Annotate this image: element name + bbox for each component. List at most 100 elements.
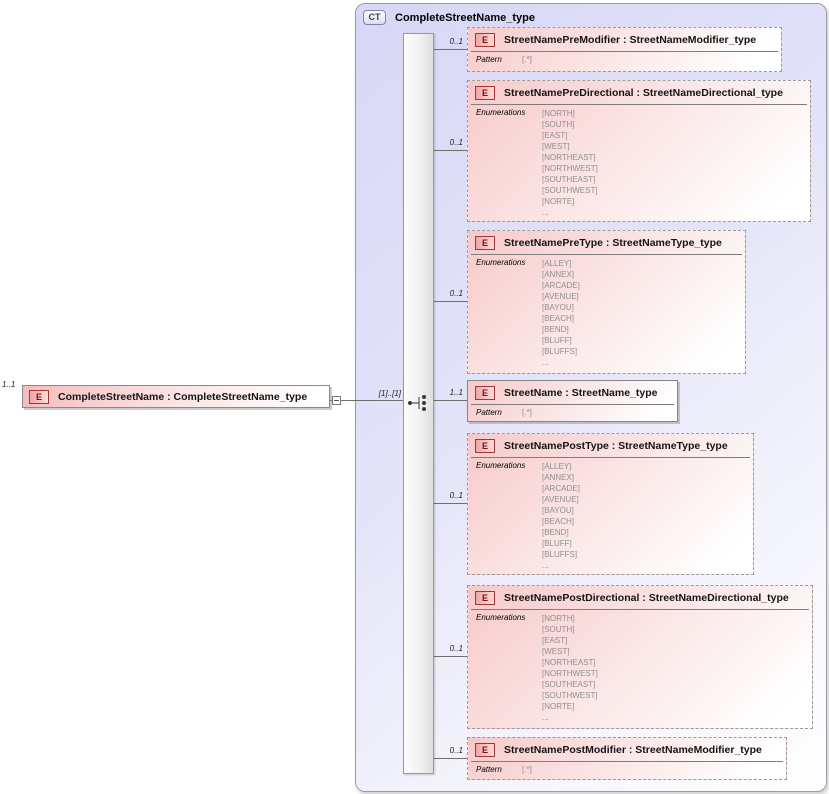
facet-row: Enumerations [ALLEY][ANNEX][ARCADE][AVEN… bbox=[468, 255, 745, 368]
facet-label: Enumerations bbox=[476, 258, 526, 267]
element-badge: E bbox=[475, 590, 495, 605]
element-header: E StreetNamePostDirectional : StreetName… bbox=[468, 586, 812, 609]
header-separator bbox=[471, 609, 809, 610]
enum-value: [NORTE] bbox=[542, 702, 575, 711]
element-badge: E bbox=[475, 438, 495, 453]
element-header: E StreetName : StreetName_type bbox=[468, 381, 677, 404]
facet-row: Pattern [.*] bbox=[468, 52, 781, 64]
enum-value: [BLUFFS] bbox=[542, 347, 578, 356]
element-badge: E bbox=[475, 742, 495, 757]
element-header: E StreetNamePreDirectional : StreetNameD… bbox=[468, 81, 810, 104]
enum-value: [ARCADE] bbox=[542, 484, 580, 493]
complex-type-badge: CT bbox=[363, 10, 386, 25]
element-title: StreetNamePreType : StreetNameType_type bbox=[504, 236, 722, 249]
enum-value: [NORTH] bbox=[542, 614, 575, 623]
enum-value: [BEND] bbox=[542, 528, 569, 537]
element-box-streetnamepostmodifier[interactable]: E StreetNamePostModifier : StreetNameMod… bbox=[467, 737, 787, 780]
element-box-streetnameposttype[interactable]: E StreetNamePostType : StreetNameType_ty… bbox=[467, 433, 754, 575]
connector-root bbox=[330, 400, 403, 401]
enum-value: [AVENUE] bbox=[542, 292, 579, 301]
enum-value: [SOUTH] bbox=[542, 120, 575, 129]
element-badge: E bbox=[475, 85, 495, 100]
header-separator bbox=[471, 104, 807, 105]
enum-value: ... bbox=[542, 561, 549, 570]
facet-value: [.*] bbox=[522, 408, 532, 417]
element-title: StreetNamePostModifier : StreetNameModif… bbox=[504, 743, 762, 756]
element-box-streetname[interactable]: E StreetName : StreetName_type Pattern [… bbox=[467, 380, 678, 422]
connector-1 bbox=[433, 49, 467, 50]
enum-value: ... bbox=[542, 358, 549, 367]
cardinality-label-2: 0..1 bbox=[449, 138, 463, 147]
enum-value: [NORTHEAST] bbox=[542, 658, 596, 667]
collapse-toggle[interactable] bbox=[332, 396, 341, 405]
element-header: E StreetNamePreType : StreetNameType_typ… bbox=[468, 231, 745, 254]
element-box-streetnamepremodifier[interactable]: E StreetNamePreModifier : StreetNameModi… bbox=[467, 27, 782, 72]
facet-label: Enumerations bbox=[476, 108, 526, 117]
connector-5 bbox=[433, 503, 467, 504]
enum-value: [BLUFF] bbox=[542, 336, 572, 345]
enum-value: [ANNEX] bbox=[542, 473, 575, 482]
facet-label: Enumerations bbox=[476, 461, 526, 470]
element-title: CompleteStreetName : CompleteStreetName_… bbox=[58, 390, 308, 403]
facet-row: Pattern [.*] bbox=[468, 762, 786, 774]
element-title: StreetNamePostType : StreetNameType_type bbox=[504, 439, 728, 452]
element-box-streetnamepretype[interactable]: E StreetNamePreType : StreetNameType_typ… bbox=[467, 230, 746, 374]
element-box-streetnamepostdirectional[interactable]: E StreetNamePostDirectional : StreetName… bbox=[467, 585, 813, 729]
connector-4 bbox=[433, 400, 467, 401]
enum-value: [BEACH] bbox=[542, 314, 575, 323]
header-separator bbox=[471, 404, 674, 405]
enum-value: [ARCADE] bbox=[542, 281, 580, 290]
enum-value: [SOUTHWEST] bbox=[542, 186, 598, 195]
enum-value-list: [ALLEY][ANNEX][ARCADE][AVENUE][BAYOU][BE… bbox=[542, 258, 580, 368]
enum-value: [WEST] bbox=[542, 647, 570, 656]
enum-value: [SOUTHWEST] bbox=[542, 691, 598, 700]
cardinality-label-6: 0..1 bbox=[449, 644, 463, 653]
element-title: StreetNamePreDirectional : StreetNameDir… bbox=[504, 86, 783, 99]
cardinality-label-4: 1..1 bbox=[449, 388, 463, 397]
enum-value-list: [ALLEY] [ANNEX] [ARCADE] [AVENUE] [BAYOU] [BE… bbox=[542, 461, 580, 571]
element-header: E StreetNamePostModifier : StreetNameMod… bbox=[468, 738, 786, 761]
enum-value: [BAYOU] bbox=[542, 303, 574, 312]
enum-value: ... bbox=[542, 208, 549, 217]
element-box-completestreetname[interactable]: E CompleteStreetName : CompleteStreetNam… bbox=[22, 385, 330, 408]
enum-value: [NORTH] bbox=[542, 109, 575, 118]
header-separator bbox=[471, 254, 742, 255]
enum-value: ... bbox=[542, 713, 549, 722]
element-badge: E bbox=[475, 235, 495, 250]
element-box-streetnamepredirectional[interactable]: E StreetNamePreDirectional : StreetNameD… bbox=[467, 80, 811, 222]
facet-row: Enumerations [NORTH][SOUTH][EAST][WEST][… bbox=[468, 105, 810, 218]
enum-value: [NORTE] bbox=[542, 197, 575, 206]
complex-type-header: CT CompleteStreetName_type bbox=[363, 10, 535, 25]
enum-value: [WEST] bbox=[542, 142, 570, 151]
enum-value: [EAST] bbox=[542, 636, 568, 645]
enum-value: [BAYOU] bbox=[542, 506, 574, 515]
element-badge: E bbox=[475, 32, 495, 47]
enum-value: [SOUTHEAST] bbox=[542, 175, 596, 184]
sequence-icon bbox=[408, 395, 426, 411]
enum-value-list: [NORTH][SOUTH][EAST][WEST][NORTHEAST][NO… bbox=[542, 108, 598, 218]
enum-value: [SOUTHEAST] bbox=[542, 680, 596, 689]
enum-value: [SOUTH] bbox=[542, 625, 575, 634]
enum-value: [NORTHWEST] bbox=[542, 669, 598, 678]
facet-label: Enumerations bbox=[476, 613, 526, 622]
enum-value: [ALLEY] bbox=[542, 259, 572, 268]
facet-label: Pattern bbox=[476, 408, 502, 417]
facet-row: Enumerations [ALLEY] [ANNEX] [ARCADE] [AVEN… bbox=[468, 458, 753, 571]
element-badge: E bbox=[475, 385, 495, 400]
enum-value: [NORTHWEST] bbox=[542, 164, 598, 173]
element-header: E StreetNamePostType : StreetNameType_ty… bbox=[468, 434, 753, 457]
facet-value: [.*] bbox=[522, 765, 532, 774]
element-title: StreetName : StreetName_type bbox=[504, 386, 658, 399]
cardinality-label-root: 1..1 bbox=[2, 380, 16, 389]
facet-value: [.*] bbox=[522, 55, 532, 64]
element-header: E StreetNamePreModifier : StreetNameModi… bbox=[468, 28, 781, 51]
connector-6 bbox=[433, 656, 467, 657]
facet-row: Pattern [.*] bbox=[468, 405, 677, 417]
element-title: StreetNamePostDirectional : StreetNameDi… bbox=[504, 591, 789, 604]
cardinality-label-5: 0..1 bbox=[449, 491, 463, 500]
element-badge: E bbox=[29, 389, 49, 404]
enum-value: [BEND] bbox=[542, 325, 569, 334]
enum-value: [ALLEY] bbox=[542, 462, 572, 471]
enum-value: [AVENUE] bbox=[542, 495, 579, 504]
